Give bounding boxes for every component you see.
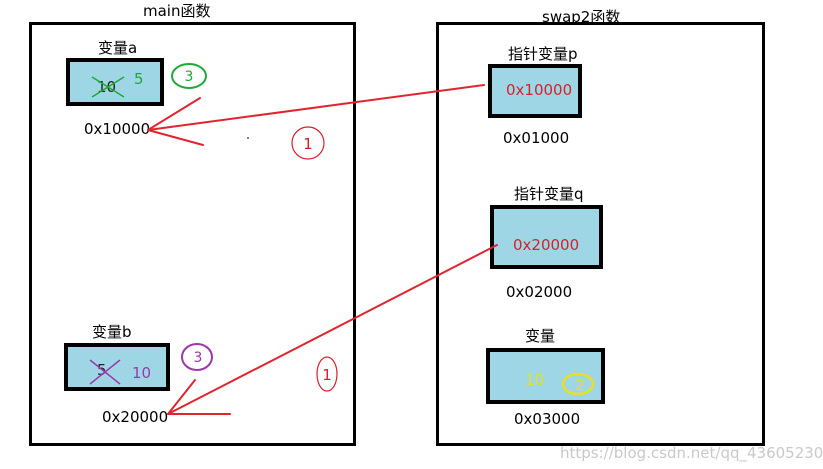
main-function-title: main函数 [143,2,211,20]
tmp-address: 0x03000 [514,410,581,428]
var-a-label: 变量a [98,39,138,57]
ptr-p-address: 0x01000 [503,129,570,147]
var-b-address: 0x20000 [102,408,169,426]
arrow-q-to-b [167,244,498,415]
stray-dot [247,137,249,139]
var-b-step-circle [181,343,213,371]
step-mark-a-red: 1 [303,135,313,153]
var-b-crossout [89,359,121,385]
var-b-step-mark: 3 [194,350,203,366]
step-mark-b-red: 1 [322,366,332,384]
diagram-overlay: 3 3 1 1 2 [89,63,595,415]
tmp-label: 变量 [525,327,556,345]
var-a-step-circle [171,63,207,89]
var-b-new-value: 10 [132,364,152,382]
var-b-label: 变量b [92,323,132,341]
tmp-value: 10 [525,371,545,389]
var-a-crossout [91,76,125,98]
var-a-address: 0x10000 [84,120,151,138]
swap2-function-title: swap2函数 [542,8,621,26]
ptr-q-cell [490,205,603,269]
tmp-step-circle [561,372,595,396]
watermark: https://blog.csdn.net/qq_43605230 [560,444,823,462]
ptr-q-label: 指针变量q [514,185,584,203]
arrow-p-to-a [147,84,485,146]
var-b-cell [64,343,170,391]
tmp-step-mark: 2 [576,378,585,394]
ptr-q-value: 0x20000 [513,236,580,254]
step-circle-b-red [316,356,338,392]
ptr-q-address: 0x02000 [506,283,573,301]
ptr-p-label: 指针变量p [508,45,578,63]
main-function-frame [29,22,356,446]
step-circle-a-red [291,126,325,160]
swap2-function-frame [436,22,765,446]
var-a-step-mark: 3 [185,69,194,85]
ptr-p-value: 0x10000 [506,81,573,99]
var-a-new-value: 5 [134,70,144,88]
ptr-p-cell [488,64,582,118]
